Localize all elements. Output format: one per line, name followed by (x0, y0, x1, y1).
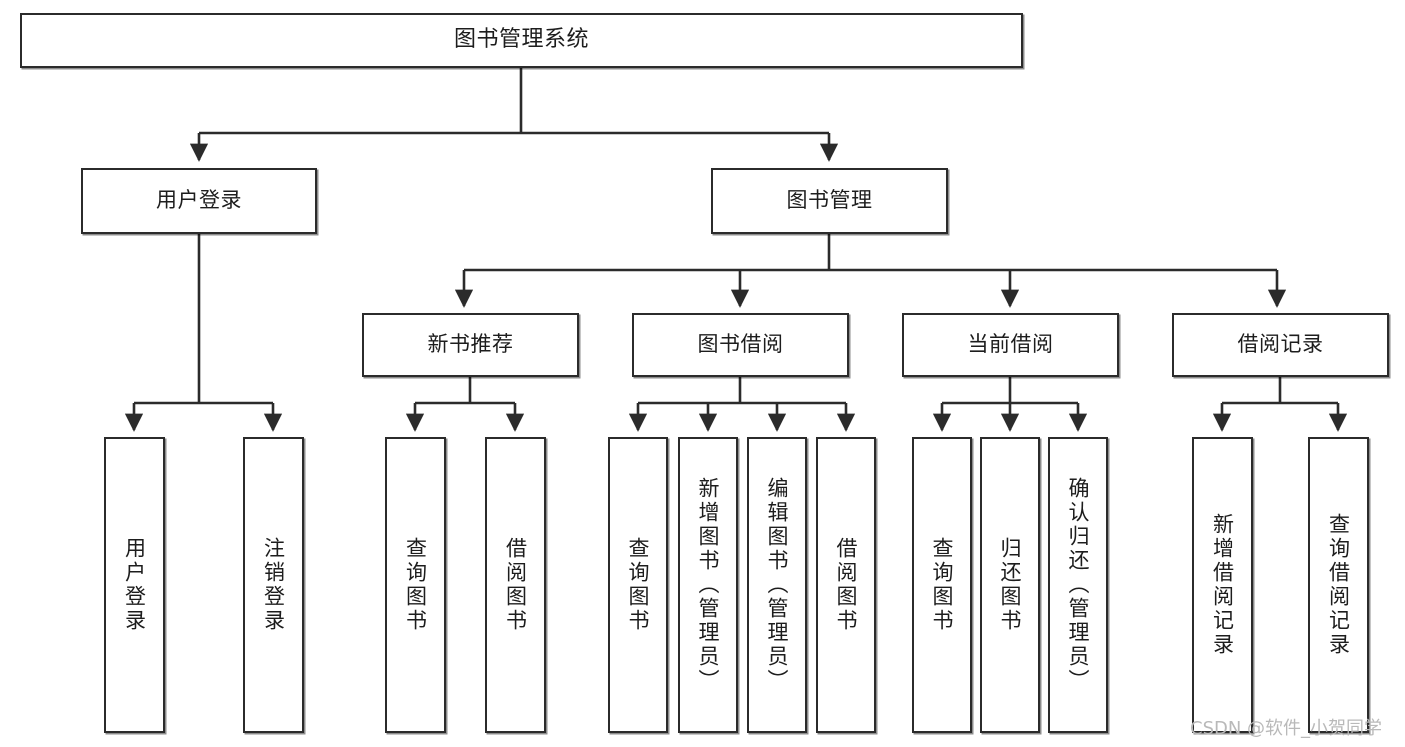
node-label: 借阅记录 (1237, 332, 1324, 357)
node-borrow-records[interactable]: 借阅记录 (1172, 313, 1389, 377)
leaf-confirm-return-admin[interactable]: 确认归还（管理员） (1048, 437, 1108, 733)
node-label: 查询借阅记录 (1326, 513, 1351, 657)
node-label: 新增借阅记录 (1210, 513, 1235, 657)
leaf-user-login[interactable]: 用户登录 (104, 437, 165, 733)
node-label: 注销登录 (261, 537, 286, 633)
leaf-add-borrow-record[interactable]: 新增借阅记录 (1192, 437, 1253, 733)
leaf-return-book[interactable]: 归还图书 (980, 437, 1040, 733)
leaf-query-book-current[interactable]: 查询图书 (912, 437, 972, 733)
node-label: 图书管理系统 (453, 27, 589, 53)
leaf-borrow-book-recommend[interactable]: 借阅图书 (485, 437, 546, 733)
leaf-edit-book-admin[interactable]: 编辑图书（管理员） (747, 437, 807, 733)
node-label: 图书管理 (786, 188, 873, 213)
node-label: 查询图书 (403, 537, 428, 633)
node-current-borrow[interactable]: 当前借阅 (902, 313, 1119, 377)
node-label: 新增图书（管理员） (696, 477, 721, 693)
node-new-book-recommend[interactable]: 新书推荐 (362, 313, 579, 377)
node-label: 用户登录 (156, 188, 242, 213)
node-book-borrow[interactable]: 图书借阅 (632, 313, 849, 377)
node-label: 借阅图书 (834, 537, 859, 633)
node-label: 新书推荐 (427, 332, 514, 357)
node-label: 查询图书 (626, 537, 651, 633)
node-root-book-management-system[interactable]: 图书管理系统 (20, 13, 1023, 68)
node-label: 确认归还（管理员） (1066, 477, 1091, 693)
csdn-watermark: CSDN @软件_小贺同学 (1190, 718, 1383, 739)
node-label: 查询图书 (930, 537, 955, 633)
node-user-login[interactable]: 用户登录 (81, 168, 317, 234)
node-label: 借阅图书 (503, 537, 528, 633)
leaf-query-book-recommend[interactable]: 查询图书 (385, 437, 446, 733)
leaf-query-book-borrow[interactable]: 查询图书 (608, 437, 668, 733)
leaf-query-borrow-record[interactable]: 查询借阅记录 (1308, 437, 1369, 733)
leaf-logout[interactable]: 注销登录 (243, 437, 304, 733)
node-label: 归还图书 (998, 537, 1023, 633)
node-label: 编辑图书（管理员） (765, 477, 790, 693)
node-label: 当前借阅 (967, 332, 1054, 357)
node-book-management[interactable]: 图书管理 (711, 168, 948, 234)
node-label: 用户登录 (122, 537, 147, 633)
leaf-add-book-admin[interactable]: 新增图书（管理员） (678, 437, 738, 733)
node-label: 图书借阅 (697, 332, 784, 357)
leaf-borrow-book[interactable]: 借阅图书 (816, 437, 876, 733)
